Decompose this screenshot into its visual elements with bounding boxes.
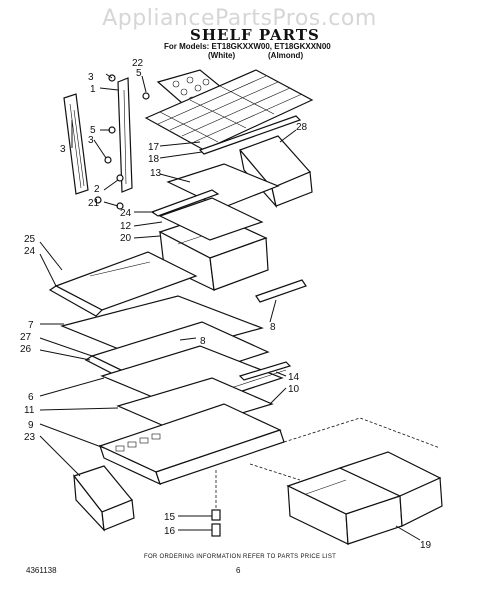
drawer-cover-frame <box>158 197 264 241</box>
page-number: 6 <box>236 566 241 575</box>
callout-19: 19 <box>420 540 432 551</box>
callout-leaders <box>39 73 421 541</box>
document-number: 4361138 <box>26 566 57 575</box>
callout-18: 18 <box>148 154 160 165</box>
callout-16: 16 <box>164 526 176 537</box>
callout-14: 14 <box>288 372 300 383</box>
callout-5: 5 <box>136 68 142 79</box>
glass-shelf-middle <box>48 251 198 317</box>
callout-6: 6 <box>28 392 34 403</box>
assembly-guide-lines <box>215 417 441 508</box>
roller-assembly <box>211 509 221 537</box>
shelf-ladder <box>63 93 89 195</box>
callout-3: 3 <box>88 72 94 83</box>
callout-21: 21 <box>88 198 100 209</box>
callout-7: 7 <box>28 320 34 331</box>
callout-24: 24 <box>24 246 36 257</box>
callout-20: 20 <box>120 233 132 244</box>
shelf-trim-strip <box>198 115 302 155</box>
model-color-white: (White) <box>208 51 236 60</box>
crisper-bin-left <box>73 465 135 532</box>
callout-13: 13 <box>150 168 162 179</box>
callout-2: 2 <box>94 184 100 195</box>
callout-27: 27 <box>20 332 32 343</box>
callout-3: 3 <box>60 144 66 155</box>
trim-strip-right <box>255 279 307 303</box>
page-title: SHELF PARTS <box>190 26 320 44</box>
crisper-cover-frame <box>98 403 285 486</box>
shelf-trim-front <box>150 189 220 217</box>
callout-9: 9 <box>28 420 34 431</box>
callout-28: 28 <box>296 122 308 133</box>
shelf-support-rail <box>117 77 133 193</box>
model-color-almond: (Almond) <box>268 51 304 60</box>
callout-8: 8 <box>270 322 276 333</box>
callout-17: 17 <box>148 142 160 153</box>
ordering-note: FOR ORDERING INFORMATION REFER TO PARTS … <box>144 554 337 560</box>
wire-shelf <box>144 69 314 151</box>
models-line: For Models: ET18GKXXW00, ET18GKXXN00 <box>164 42 331 51</box>
callout-5: 5 <box>90 125 96 136</box>
glass-shelf-crisper <box>116 377 274 433</box>
callout-23: 23 <box>24 432 36 443</box>
watermark: AppliancePartsPros.com <box>102 6 377 31</box>
callout-24: 24 <box>120 208 132 219</box>
callout-15: 15 <box>164 512 176 523</box>
callout-25: 25 <box>24 234 36 245</box>
callout-26: 26 <box>20 344 32 355</box>
callout-22: 22 <box>132 58 144 69</box>
screw-clips <box>94 74 150 210</box>
callout-3: 3 <box>88 135 94 146</box>
trim-strip-14 <box>238 361 292 381</box>
callout-8: 8 <box>200 336 206 347</box>
callout-11: 11 <box>24 405 35 416</box>
callout-1: 1 <box>90 84 96 95</box>
callout-12: 12 <box>120 221 132 232</box>
crisper-drawers <box>286 451 443 545</box>
callout-10: 10 <box>288 384 300 395</box>
